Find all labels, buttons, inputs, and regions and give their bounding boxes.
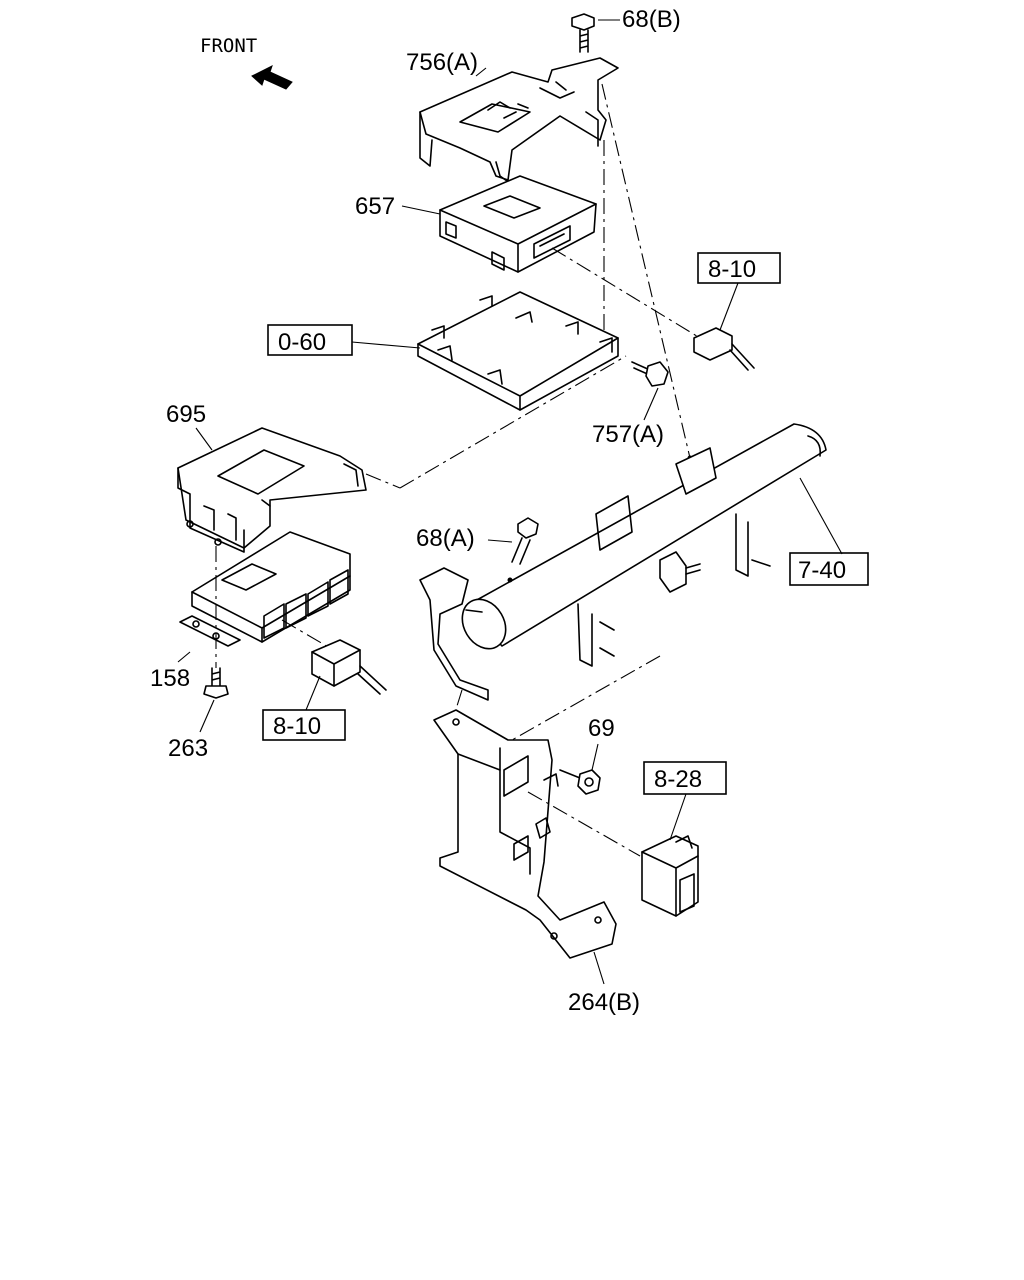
bracket-264b xyxy=(433,709,617,959)
callout-757a: 757(A) xyxy=(592,421,664,448)
ref-box-8-10-bottom[interactable] xyxy=(262,709,346,741)
callout-68a: 68(A) xyxy=(416,525,475,552)
nut-69 xyxy=(559,769,601,795)
bolt-68a xyxy=(511,517,539,565)
relay-8-28 xyxy=(641,835,699,917)
ref-8-10-top[interactable]: 8-10 xyxy=(708,256,756,283)
callout-756a: 756(A) xyxy=(406,49,478,76)
bolt-68b xyxy=(571,13,595,53)
callout-657: 657 xyxy=(355,193,395,220)
mounting-tray xyxy=(417,291,619,411)
cross-car-beam xyxy=(419,423,827,701)
ref-box-8-28[interactable] xyxy=(643,761,727,795)
front-arrow-icon xyxy=(251,65,293,90)
callout-695: 695 xyxy=(166,401,206,428)
callout-68b: 68(B) xyxy=(622,6,681,33)
callout-264b: 264(B) xyxy=(568,989,640,1016)
ref-box-8-10-top[interactable] xyxy=(697,252,781,284)
callout-158: 158 xyxy=(150,665,190,692)
ref-8-10-bottom[interactable]: 8-10 xyxy=(273,713,321,740)
control-unit-158 xyxy=(179,531,351,647)
connector-top xyxy=(693,327,755,371)
bolt-757a xyxy=(631,361,669,387)
bracket-756a xyxy=(419,57,619,187)
ref-0-60[interactable]: 0-60 xyxy=(278,329,326,356)
front-label: FRONT xyxy=(200,35,257,57)
ref-box-0-60[interactable] xyxy=(267,324,353,356)
ref-8-28[interactable]: 8-28 xyxy=(654,766,702,793)
callout-263: 263 xyxy=(168,735,208,762)
callout-69: 69 xyxy=(588,715,615,742)
bracket-695 xyxy=(177,427,367,553)
connector-bottom xyxy=(311,639,387,695)
controller-657 xyxy=(439,175,597,273)
ref-box-7-40[interactable] xyxy=(789,552,869,586)
ref-7-40[interactable]: 7-40 xyxy=(798,557,846,584)
screw-263 xyxy=(203,667,229,699)
